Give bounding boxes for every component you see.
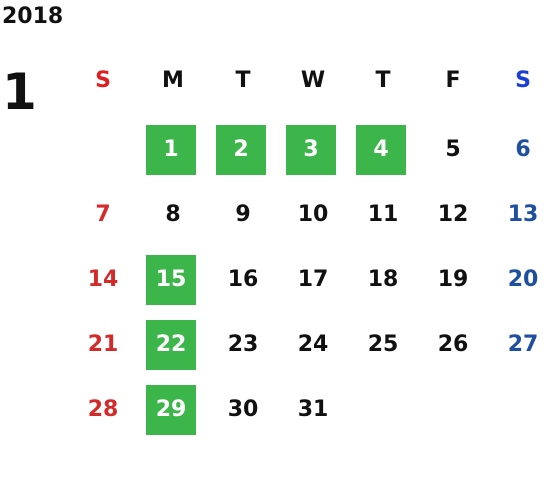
day-cell[interactable]: 29	[146, 385, 196, 435]
weekday-header-tue: T	[235, 68, 251, 93]
day-cell[interactable]: 13	[507, 202, 539, 227]
day-cell[interactable]: 19	[437, 267, 469, 292]
day-cell[interactable]: 24	[297, 332, 329, 357]
day-cell[interactable]: 4	[356, 125, 406, 175]
day-cell[interactable]: 28	[87, 397, 119, 422]
weekday-header-sun: S	[95, 68, 111, 93]
weekday-header-thu: T	[375, 68, 391, 93]
day-cell[interactable]: 27	[507, 332, 539, 357]
day-cell[interactable]: 22	[146, 320, 196, 370]
weekday-header-sat: S	[515, 68, 531, 93]
day-cell[interactable]: 20	[507, 267, 539, 292]
day-cell[interactable]: 10	[297, 202, 329, 227]
day-cell[interactable]: 8	[165, 202, 181, 227]
day-cell[interactable]: 14	[87, 267, 119, 292]
day-cell[interactable]: 1	[146, 125, 196, 175]
year-label: 2018	[2, 4, 64, 29]
day-cell[interactable]: 30	[227, 397, 259, 422]
day-cell[interactable]: 2	[216, 125, 266, 175]
weekday-header-wed: W	[300, 68, 326, 93]
day-cell[interactable]: 26	[437, 332, 469, 357]
day-cell[interactable]: 12	[437, 202, 469, 227]
weekday-header-fri: F	[445, 68, 461, 93]
weekday-header-mon: M	[162, 68, 184, 93]
day-cell[interactable]: 15	[146, 255, 196, 305]
day-cell[interactable]: 3	[286, 125, 336, 175]
day-cell[interactable]: 31	[297, 397, 329, 422]
day-cell[interactable]: 25	[367, 332, 399, 357]
day-cell[interactable]: 23	[227, 332, 259, 357]
day-cell[interactable]: 16	[227, 267, 259, 292]
day-cell[interactable]: 5	[445, 137, 461, 162]
day-cell[interactable]: 11	[367, 202, 399, 227]
day-cell[interactable]: 17	[297, 267, 329, 292]
day-cell[interactable]: 18	[367, 267, 399, 292]
day-cell[interactable]: 6	[515, 137, 531, 162]
day-cell[interactable]: 21	[87, 332, 119, 357]
day-cell[interactable]: 7	[95, 202, 111, 227]
day-cell[interactable]: 9	[235, 202, 251, 227]
month-number: 1	[2, 63, 37, 121]
